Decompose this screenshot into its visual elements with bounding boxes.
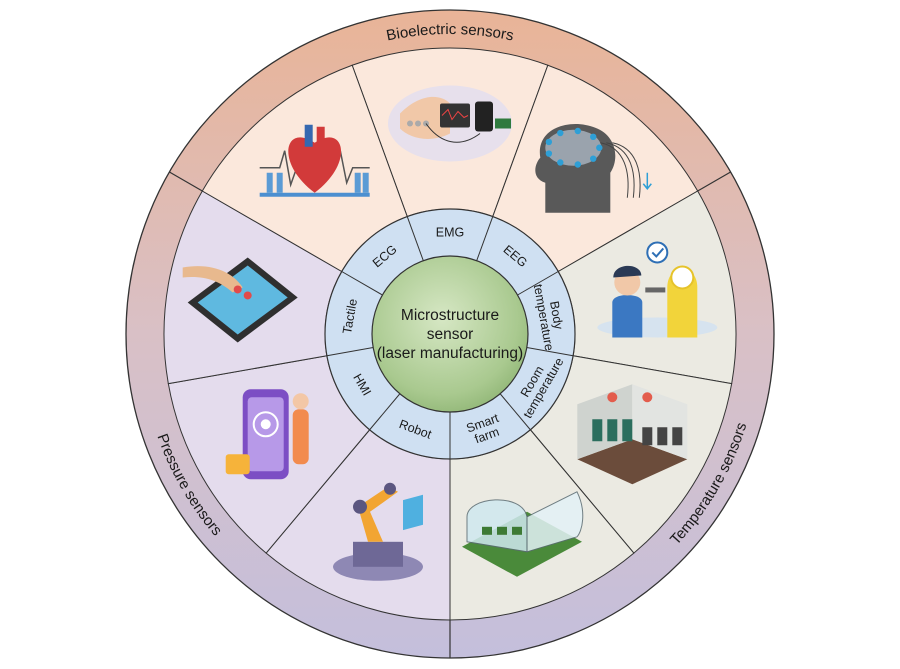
category-label-bioelectric-sensors: Bioelectric sensors bbox=[385, 21, 515, 45]
body-temperature-check-icon bbox=[597, 241, 718, 338]
greenhouse-farm-icon bbox=[461, 491, 584, 577]
application-divider bbox=[326, 347, 374, 357]
tactile-tablet-icon bbox=[182, 257, 298, 343]
heart-ecg-icon bbox=[259, 124, 370, 197]
ai-phone-hmi-icon bbox=[225, 389, 309, 480]
center-title-line: (laser manufacturing) bbox=[377, 345, 523, 362]
brain-eeg-head-icon bbox=[535, 123, 652, 213]
application-divider bbox=[476, 216, 494, 261]
category-label-text: Bioelectric sensors bbox=[385, 21, 515, 45]
application-divider bbox=[517, 271, 559, 296]
center-core bbox=[371, 255, 529, 413]
center-title-line: Microstructure bbox=[401, 307, 499, 324]
application-label-emg: EMG bbox=[436, 226, 464, 240]
robot-arm-icon bbox=[333, 482, 424, 581]
application-divider bbox=[499, 393, 531, 431]
center-title: Microstructure sensor (laser manufacturing… bbox=[377, 307, 523, 362]
room-machines-icon bbox=[577, 384, 688, 485]
application-divider bbox=[369, 393, 401, 431]
application-divider bbox=[341, 271, 383, 296]
application-divider bbox=[526, 347, 574, 357]
emg-electrodes-device-icon bbox=[388, 85, 512, 162]
category-divider bbox=[169, 171, 203, 192]
application-label-tactile: Tactile bbox=[340, 298, 360, 335]
application-divider bbox=[406, 216, 424, 261]
category-divider bbox=[697, 171, 731, 192]
center-title-line: sensor bbox=[427, 326, 474, 343]
